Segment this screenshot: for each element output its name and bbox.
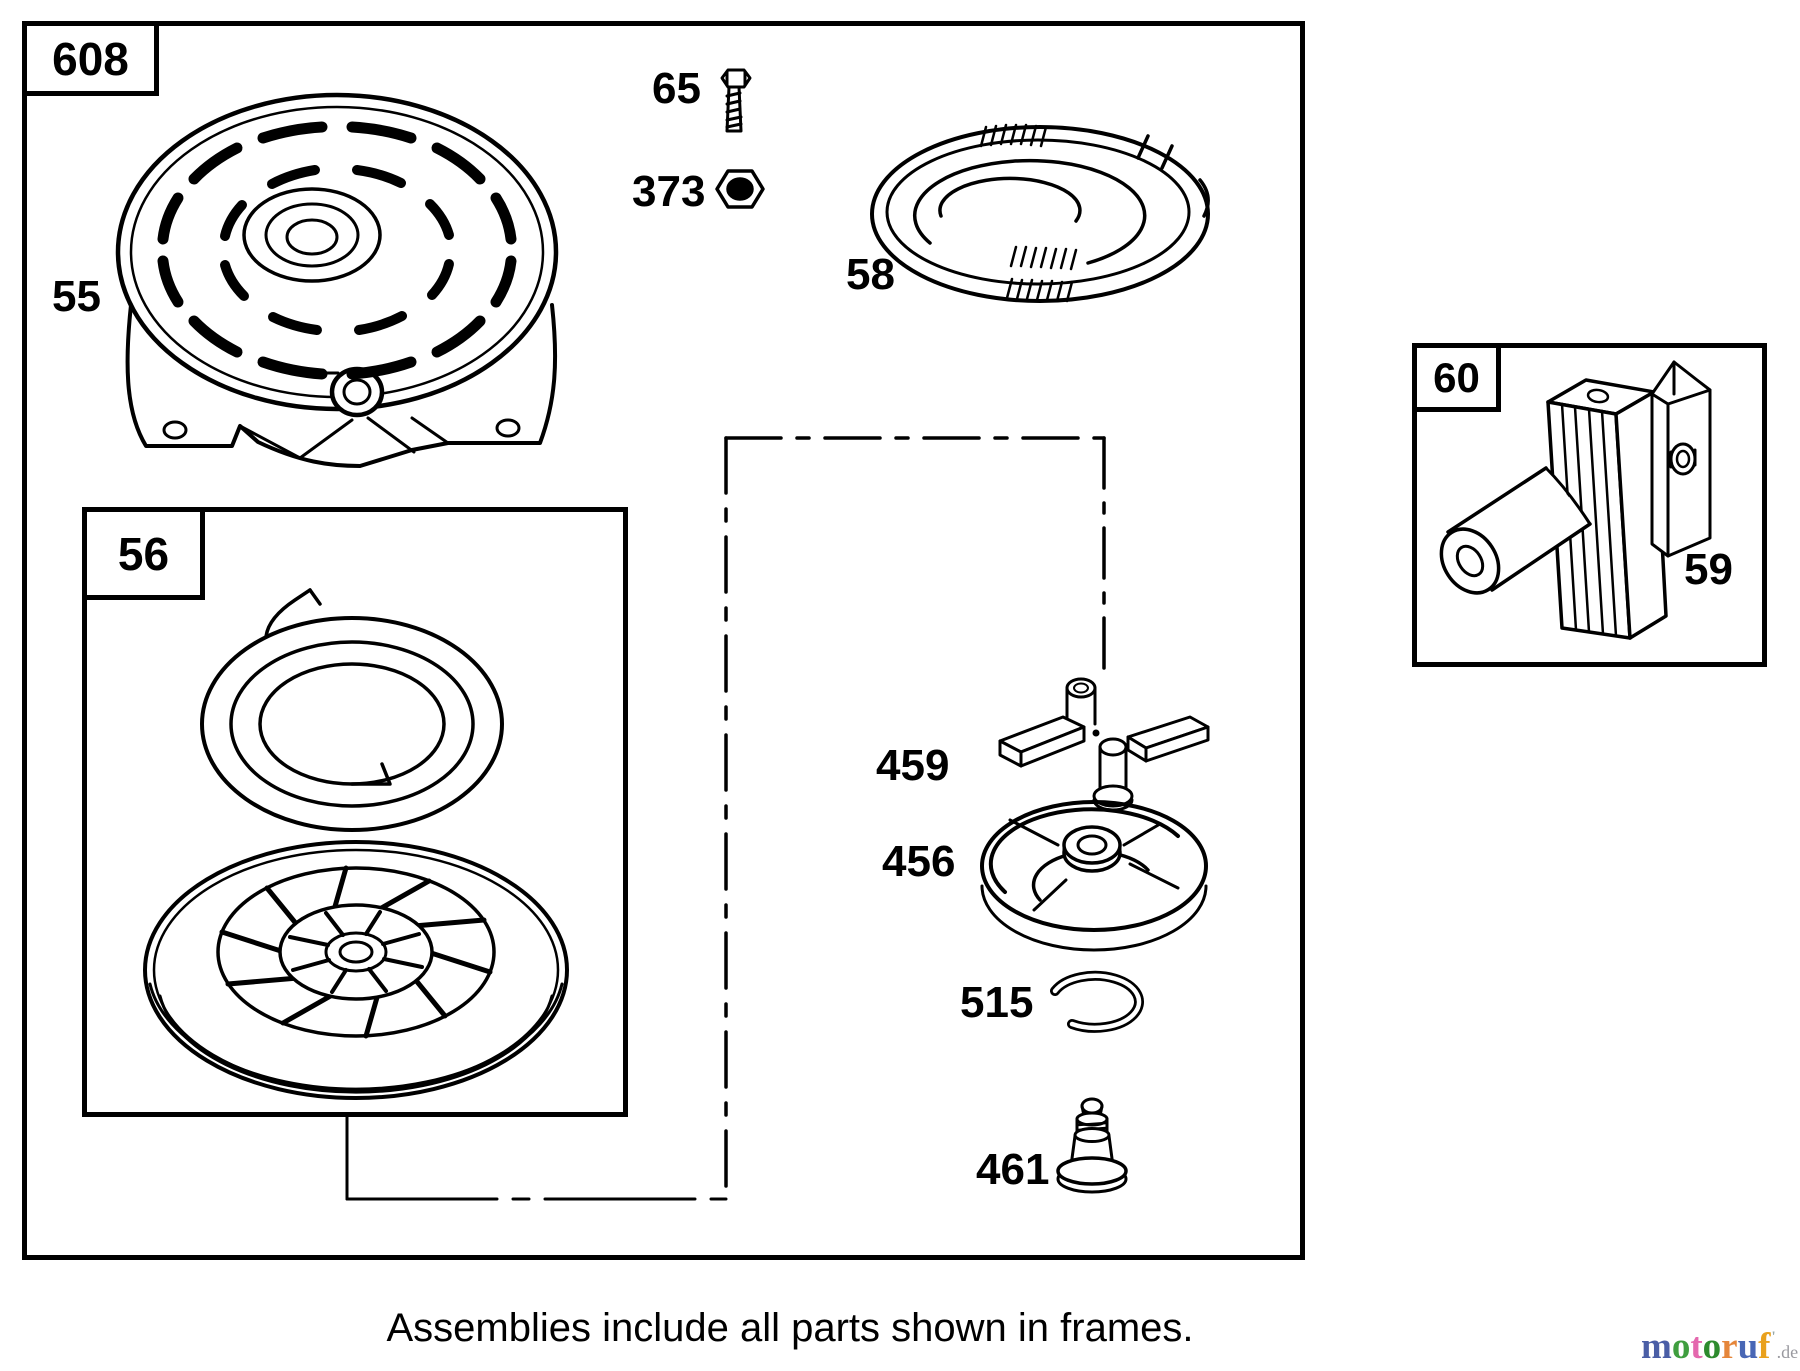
handle-frame-number: 60 <box>1433 353 1480 401</box>
logo-letter: r <box>1721 1326 1738 1367</box>
part-label-retaining-ring: 515 <box>960 978 1034 1027</box>
main-frame-number: 608 <box>52 32 129 85</box>
logo-letter: u <box>1737 1326 1759 1367</box>
logo-tick: ' <box>1771 1329 1776 1345</box>
part-label-friction-plate: 456 <box>882 837 956 886</box>
rewind-frame-label-box: 56 <box>87 512 205 600</box>
logo-letter: o <box>1671 1326 1691 1367</box>
part-label-nut: 373 <box>632 167 706 216</box>
main-assembly-frame <box>22 21 1305 1260</box>
part-label-pivot-screw: 461 <box>976 1145 1050 1194</box>
rewind-frame-number: 56 <box>117 527 170 580</box>
part-label-insert: 59 <box>1684 545 1733 594</box>
main-frame-label-box: 608 <box>27 26 159 96</box>
part-label-screw: 65 <box>652 64 701 113</box>
handle-frame-label-box: 60 <box>1417 348 1501 412</box>
logo-letter: m <box>1641 1326 1672 1367</box>
handle-assembly-frame <box>1412 343 1767 667</box>
logo-letter: o <box>1702 1326 1722 1367</box>
part-label-starter-spring: 58 <box>846 250 895 299</box>
assemblies-caption: Assemblies include all parts shown in fr… <box>386 1306 1194 1350</box>
part-label-housing: 55 <box>52 272 101 321</box>
part-label-pawls: 459 <box>876 741 950 790</box>
logo-suffix: .de <box>1776 1342 1799 1362</box>
logo-letter: t <box>1690 1326 1703 1367</box>
logo-letter: f <box>1758 1326 1771 1367</box>
rewind-assembly-frame <box>82 507 628 1117</box>
